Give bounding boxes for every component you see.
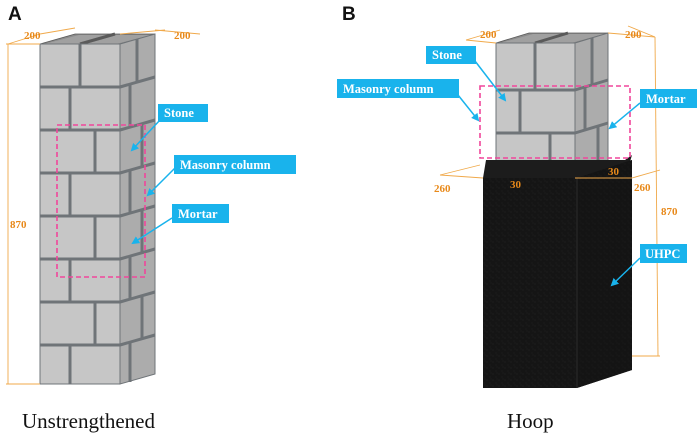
callout-masonry-b: Masonry column bbox=[337, 79, 480, 122]
panel-a: A bbox=[6, 4, 296, 433]
dim-a-height: 870 bbox=[10, 219, 27, 231]
dim-a-top-left: 200 bbox=[24, 30, 41, 42]
callout-mortar-b: Mortar bbox=[608, 89, 697, 130]
callout-mortar-a-label: Mortar bbox=[178, 207, 218, 221]
highlight-box-a bbox=[56, 124, 146, 278]
callout-mortar-b-label: Mortar bbox=[646, 92, 686, 106]
callout-stone-a: Stone bbox=[130, 104, 208, 152]
dim-b-height: 870 bbox=[661, 206, 678, 218]
callout-masonry-a-label: Masonry column bbox=[180, 158, 271, 172]
callout-uhpc-b-label: UHPC bbox=[645, 247, 680, 261]
panel-b-caption: Hoop bbox=[507, 409, 554, 433]
dim-b-jacket-right: 260 bbox=[634, 182, 651, 194]
callout-uhpc-b: UHPC bbox=[610, 244, 687, 287]
dim-a-top-right: 200 bbox=[174, 30, 191, 42]
highlight-box-b bbox=[479, 85, 631, 159]
dim-b-gap-left: 30 bbox=[510, 179, 522, 191]
uhpc-jacket bbox=[483, 155, 632, 388]
callout-stone-b-label: Stone bbox=[432, 48, 462, 62]
panel-b-letter: B bbox=[342, 4, 356, 25]
dim-b-jacket-left: 260 bbox=[434, 183, 451, 195]
dim-b-top-right: 200 bbox=[625, 29, 642, 41]
panel-a-caption: Unstrengthened bbox=[22, 409, 155, 433]
callout-mortar-a: Mortar bbox=[131, 204, 229, 245]
callout-stone-a-label: Stone bbox=[164, 106, 194, 120]
dimension-lines-a bbox=[6, 27, 201, 385]
callout-masonry-a: Masonry column bbox=[146, 155, 296, 197]
masonry-column-a bbox=[39, 32, 156, 385]
callout-stone-b: Stone bbox=[426, 46, 507, 102]
callout-masonry-b-label: Masonry column bbox=[343, 82, 434, 96]
panel-b: B bbox=[337, 4, 697, 433]
dim-b-gap-right: 30 bbox=[608, 166, 620, 178]
masonry-column-b bbox=[495, 31, 609, 179]
panel-a-letter: A bbox=[8, 4, 22, 25]
dim-b-top-left: 200 bbox=[480, 29, 497, 41]
